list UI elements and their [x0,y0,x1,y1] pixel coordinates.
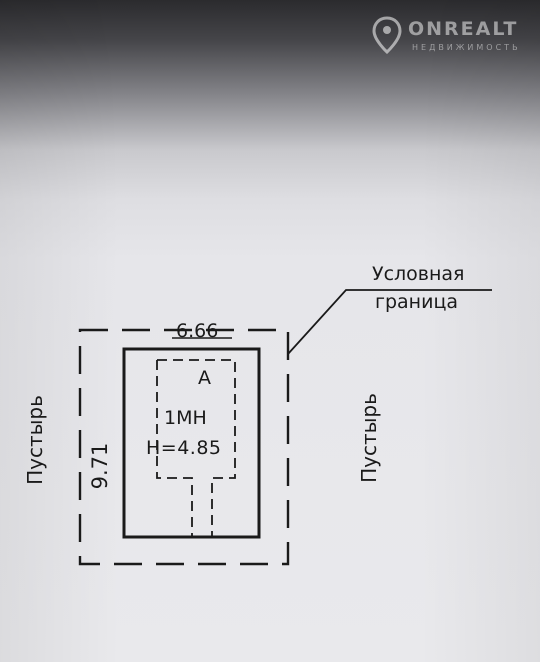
boundary-label-line1: Условная [372,263,465,285]
wasteland-right-label: Пустырь [357,393,381,483]
building-height: Н=4.85 [146,437,222,459]
watermark-brand: ONREALT [408,18,519,40]
inner-section-outline [157,359,236,537]
conditional-boundary [78,328,290,566]
building-material: 1МН [164,407,207,429]
length-dimension: 9.71 [88,442,112,490]
inner-section-left [156,360,193,537]
width-dimension: 6.66 [176,320,219,342]
boundary-leader-line [287,289,492,355]
watermark-subtitle: НЕДВИЖИМОСТЬ [412,43,521,52]
map-pin-icon [372,16,402,54]
watermark: ONREALT НЕДВИЖИМОСТЬ [372,14,532,58]
boundary-label-line2: граница [375,291,459,313]
building-letter: А [198,367,211,389]
wasteland-left-label: Пустырь [23,395,47,485]
